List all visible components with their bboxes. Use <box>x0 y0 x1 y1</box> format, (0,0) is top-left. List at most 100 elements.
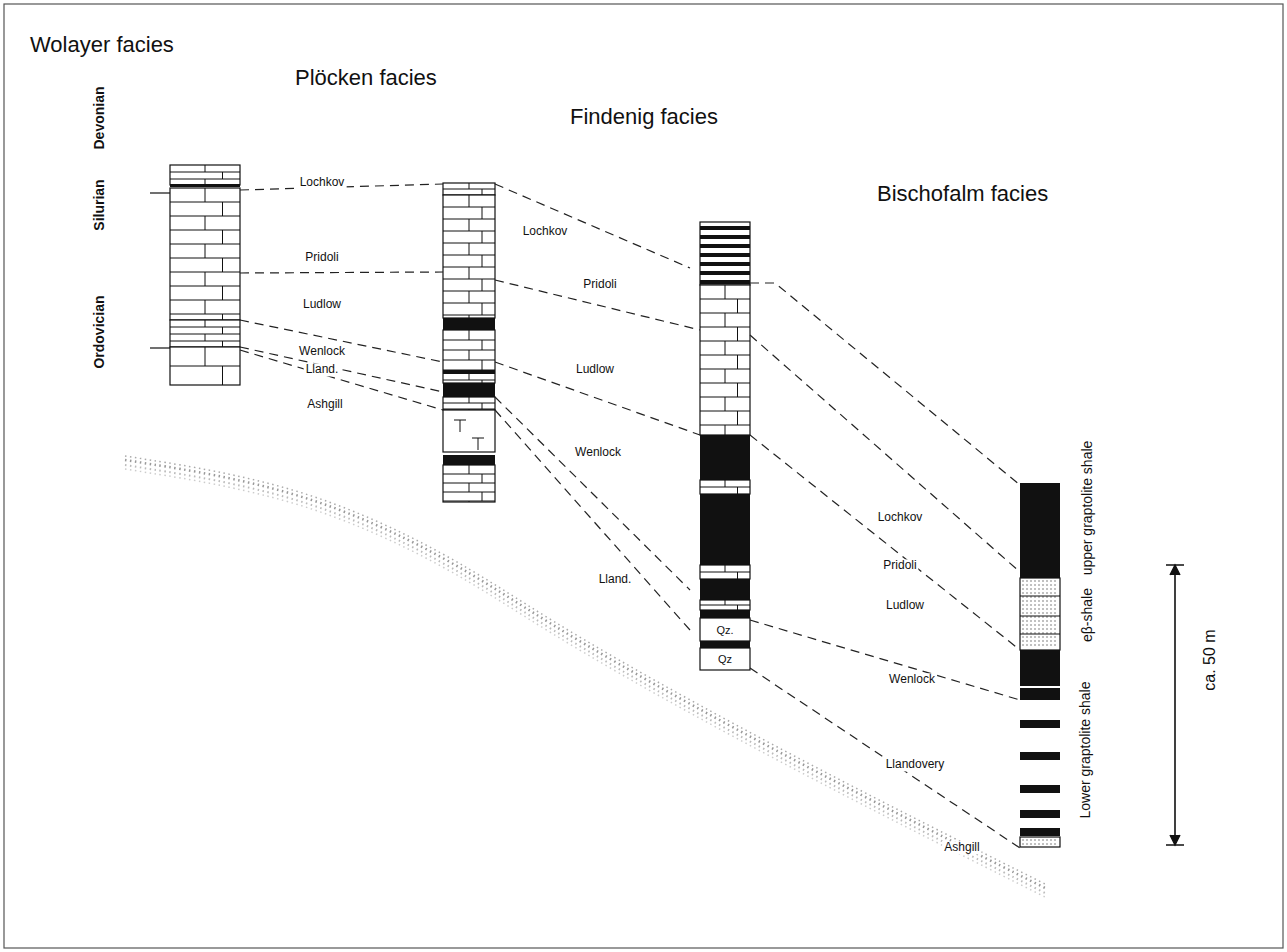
sand-dot <box>1050 636 1051 637</box>
bed-line <box>443 380 495 381</box>
bed-line <box>443 474 495 475</box>
sand-dot <box>1030 636 1031 637</box>
sand-dot <box>1054 640 1055 641</box>
sand-dot <box>1026 644 1027 645</box>
sand-dot <box>1022 604 1023 605</box>
bed-joint <box>482 403 483 409</box>
bed-joint <box>725 480 726 487</box>
plain-bed <box>1020 837 1060 847</box>
sand-dot <box>1038 640 1039 641</box>
bed-joint <box>469 267 470 279</box>
sand-dot <box>1046 616 1047 617</box>
sand-dot <box>1042 608 1043 609</box>
bed-joint <box>469 483 470 492</box>
shale-bed <box>170 184 240 187</box>
sand-dot <box>1038 604 1039 605</box>
sand-dot <box>1022 608 1023 609</box>
sand-dot <box>1022 588 1023 589</box>
bed-joint <box>469 397 470 403</box>
shale-bed <box>700 244 750 248</box>
bed-line <box>700 327 750 328</box>
sand-dot <box>1054 843 1055 844</box>
bed-joint <box>469 183 470 189</box>
dolomite-symbol <box>472 438 484 450</box>
sand-dot <box>1034 580 1035 581</box>
bed-joint <box>469 243 470 255</box>
sand-dot <box>1022 644 1023 645</box>
shale-bed <box>1020 483 1060 578</box>
stage-name: Ludlow <box>301 298 343 311</box>
shale-bed <box>443 455 495 465</box>
sand-dot <box>1034 640 1035 641</box>
correlation-line <box>750 668 1020 848</box>
sand-dot <box>1054 608 1055 609</box>
facies-title: Bischofalm facies <box>877 182 1048 206</box>
bed-joint <box>469 219 470 231</box>
sand-dot <box>1038 592 1039 593</box>
sand-dot <box>1050 644 1051 645</box>
sand-dot <box>1042 640 1043 641</box>
sand-dot <box>1034 843 1035 844</box>
bed-line <box>443 403 495 404</box>
bed-joint <box>469 350 470 360</box>
sand-dot <box>1046 600 1047 601</box>
sand-dot <box>1054 636 1055 637</box>
bed-joint <box>482 380 483 383</box>
limestone-bed <box>443 183 495 195</box>
sand-dot <box>1038 839 1039 840</box>
bed-joint <box>725 425 726 435</box>
bed-joint <box>725 313 726 327</box>
limestone-bed <box>700 480 750 494</box>
quartzite-label: Qz. <box>716 624 733 636</box>
sand-dot <box>1050 584 1051 585</box>
plain-bed <box>700 618 750 641</box>
sand-dot <box>1030 592 1031 593</box>
bed-line <box>170 258 240 259</box>
bed-joint <box>482 279 483 291</box>
bed-joint <box>222 202 223 216</box>
bed-line <box>700 383 750 384</box>
bed-joint <box>469 330 470 340</box>
plain-bed <box>700 648 750 670</box>
stage-name: Llandovery <box>884 758 947 771</box>
sand-dot <box>1030 624 1031 625</box>
bed-joint <box>222 327 223 334</box>
bed-joint <box>469 501 470 502</box>
sand-dot <box>1050 592 1051 593</box>
bed-line <box>700 299 750 300</box>
bed-joint <box>482 255 483 267</box>
bed-joint <box>469 465 470 474</box>
bed-joint <box>737 411 738 425</box>
bed-line <box>443 231 495 232</box>
sand-dot <box>1050 600 1051 601</box>
period-name: Devonian <box>92 86 107 149</box>
bed-line <box>443 492 495 493</box>
bed-joint <box>205 272 206 286</box>
sand-dot <box>1042 612 1043 613</box>
slope-stipple <box>125 456 1045 884</box>
sand-dot <box>1050 612 1051 613</box>
stage-name: Ashgill <box>305 398 344 411</box>
sand-dot <box>1034 620 1035 621</box>
sand-dot <box>1030 612 1031 613</box>
sand-dot <box>1026 604 1027 605</box>
shale-bed <box>1020 810 1060 818</box>
shale-bed <box>1020 785 1060 793</box>
limestone-bed <box>443 397 495 410</box>
bed-joint <box>725 369 726 383</box>
frame <box>4 4 1283 948</box>
sand-dot <box>1026 596 1027 597</box>
bed-line <box>170 230 240 231</box>
sand-dot <box>1046 632 1047 633</box>
sand-dot <box>1026 636 1027 637</box>
sand-dot <box>1022 640 1023 641</box>
shale-bed <box>700 280 750 284</box>
sand-dot <box>1022 616 1023 617</box>
sand-dot <box>1042 596 1043 597</box>
stage-name: Lland. <box>304 363 341 376</box>
sand-dot <box>1038 843 1039 844</box>
sand-dot <box>1034 600 1035 601</box>
sand-dot <box>1026 624 1027 625</box>
sand-dot <box>1054 584 1055 585</box>
sand-dot <box>1022 636 1023 637</box>
